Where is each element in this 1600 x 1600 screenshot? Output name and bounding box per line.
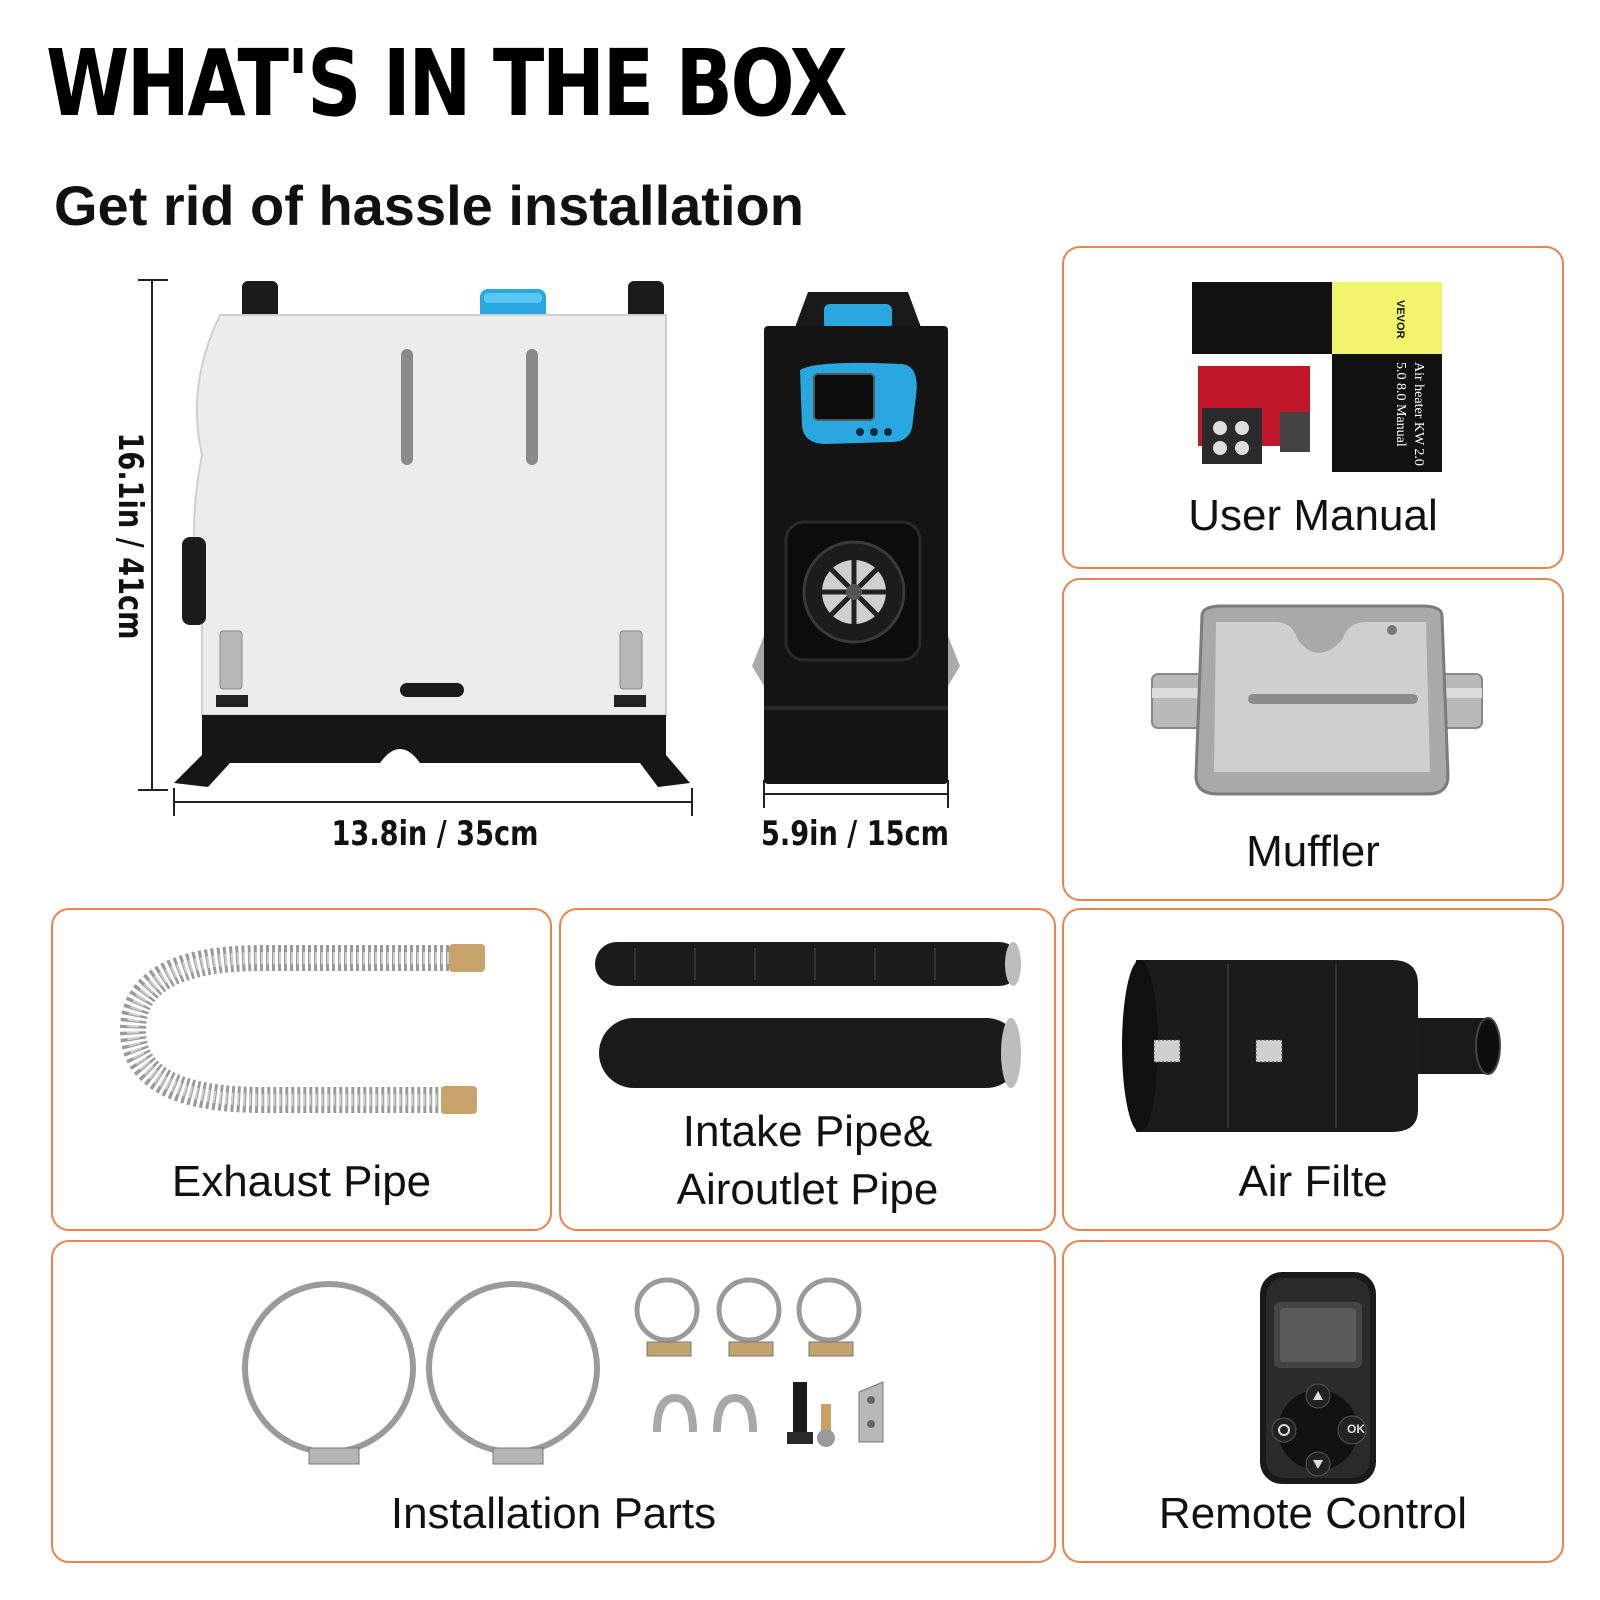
manual-brand: VEVOR: [1394, 300, 1406, 339]
air-filter-image: [1122, 960, 1501, 1132]
page-subtitle: Get rid of hassle installation: [54, 174, 804, 237]
muffler-image: [1151, 604, 1483, 796]
heater-front-image: [138, 279, 693, 816]
depth-dimension: 5.9in / 15cm: [760, 814, 950, 854]
exhaust-pipe-card: Exhaust Pipe: [51, 908, 552, 1231]
remote-control-label: Remote Control: [1158, 1489, 1468, 1538]
intake-pipe-label-line1: Intake Pipe&: [682, 1107, 933, 1156]
manual-cover-line2: 5.0 8.0 Manual: [1393, 362, 1408, 447]
user-manual-label: User Manual: [1188, 491, 1438, 540]
manual-cover-line1: Air heater KW 2.0: [1411, 362, 1426, 466]
width-dimension: 13.8in / 35cm: [331, 814, 539, 854]
air-filter-label: Air Filte: [1238, 1157, 1388, 1206]
remote-control-image: [1260, 1272, 1376, 1484]
remote-control-card: OK Remote Control: [1062, 1240, 1564, 1563]
page-title: WHAT'S IN THE BOX: [46, 30, 848, 137]
installation-parts-label: Installation Parts: [390, 1489, 717, 1538]
heater-side-image: [752, 292, 960, 808]
air-filter-card: Air Filte: [1062, 908, 1564, 1231]
height-dimension: 16.1in / 41cm: [110, 432, 150, 640]
installation-parts-card: Installation Parts: [51, 1240, 1056, 1563]
muffler-label: Muffler: [1246, 827, 1380, 876]
intake-pipe-card: Intake Pipe& Airoutlet Pipe: [559, 908, 1056, 1231]
muffler-card: Muffler: [1062, 578, 1564, 901]
user-manual-image: [1192, 282, 1442, 472]
remote-ok-button-label: OK: [1347, 1422, 1365, 1436]
installation-parts-image: [242, 1277, 884, 1465]
intake-pipe-image: [595, 942, 1021, 1088]
user-manual-card: VEVOR Air heater KW 2.0 5.0 8.0 Manual U…: [1062, 246, 1564, 569]
exhaust-pipe-label: Exhaust Pipe: [171, 1157, 432, 1206]
exhaust-pipe-image: [119, 944, 485, 1114]
intake-pipe-label-line2: Airoutlet Pipe: [676, 1165, 939, 1214]
